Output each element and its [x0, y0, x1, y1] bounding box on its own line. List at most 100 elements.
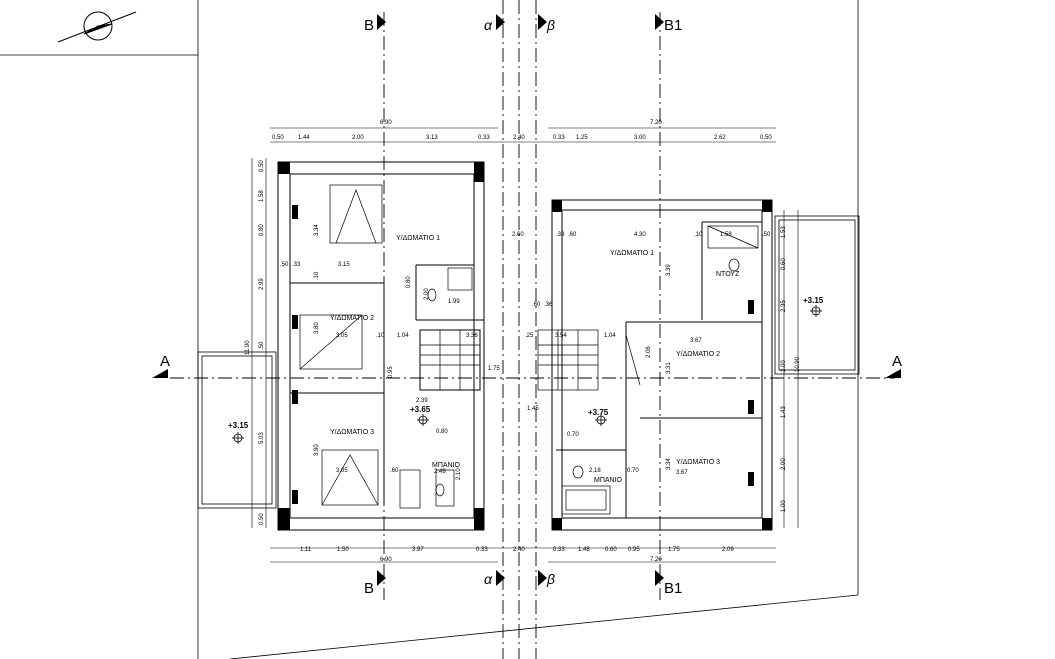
level-mark-icons [232, 305, 822, 444]
dim-bottom-5: 2.40 [513, 547, 525, 553]
dim-inner-r-60: .60 [568, 232, 577, 238]
dim-left-7: 0.50 [259, 513, 265, 525]
dim-inner-l-50: .50 [280, 262, 289, 268]
room-label-left-bath: ΜΠΑΝΙΟ [432, 462, 461, 469]
dim-inner-r-070b: 0.70 [627, 468, 639, 474]
dim-top-3: 2.00 [352, 135, 364, 141]
dim-top-5: 0.33 [478, 135, 490, 141]
dim-inner-l-305b: 3.05 [336, 468, 348, 474]
dim-top-4: 3.13 [426, 135, 438, 141]
dim-inner-l-390: 3.90 [314, 444, 320, 456]
dim-inner-l-080: 0.80 [406, 276, 412, 288]
dim-left-3: 0.80 [259, 224, 265, 236]
axis-label-alpha-top: α [484, 17, 493, 33]
dim-inner-r-025: .25 [525, 333, 534, 339]
section-lines [170, 0, 895, 659]
dim-inner-r-158: 1.58 [720, 232, 732, 238]
dim-inner-l-10b: .10 [376, 333, 385, 339]
room-label-right-bath: ΜΠΑΝΙΟ [594, 477, 623, 484]
dim-inner-l-210: 2.10 [456, 468, 462, 480]
section-markers [152, 14, 901, 586]
dim-inner-l-10a: .10 [314, 271, 320, 280]
balconies [197, 215, 860, 509]
right-unit-walls [551, 199, 773, 531]
dim-right-4: 2.00 [781, 360, 787, 372]
dim-bottom-8: 0.60 [605, 547, 617, 553]
dim-bottom-3: 3.97 [412, 547, 424, 553]
room-label-right-shower: ΝΤΟΥΖ [716, 271, 740, 278]
dim-top-11: 0.50 [760, 135, 772, 141]
dim-inner-l-249: 2.49 [434, 469, 446, 475]
dim-inner-r-334: 3.34 [666, 458, 672, 470]
dim-left-4: 2.99 [259, 278, 265, 290]
dim-inner-l-334: 3.34 [314, 224, 320, 236]
level-right-hall: +3.75 [588, 408, 609, 417]
dim-inner-r-070: 0.70 [567, 432, 579, 438]
dim-left-1: 0.50 [259, 160, 265, 172]
dim-inner-r-33: .33 [556, 232, 565, 238]
dim-bottom-9: 0.95 [628, 547, 640, 553]
dim-bottom-4: 0.33 [476, 547, 488, 553]
level-left-hall: +3.65 [410, 405, 431, 414]
section-label-b-bottom: B [364, 580, 374, 597]
axis-label-beta-bottom: β [546, 571, 555, 587]
dim-inner-r-218: 2.18 [589, 468, 601, 474]
dim-inner-l-095: 0.95 [388, 366, 394, 378]
right-unit-fixtures [561, 225, 759, 515]
dim-inner-l-380: 3.80 [314, 322, 320, 334]
dim-bottom-2: 1.50 [337, 547, 349, 553]
dim-inner-r-36: .36 [544, 302, 553, 308]
dim-top-1: 0.50 [272, 135, 284, 141]
dim-top-10: 2.62 [714, 135, 726, 141]
level-left-balcony: +3.15 [228, 421, 249, 430]
dim-inner-l-60: .60 [390, 468, 399, 474]
dim-inner-r-50: .50 [762, 232, 771, 238]
dim-left-2: 1.58 [259, 190, 265, 202]
dim-inner-l-75: 1.75 [488, 366, 500, 372]
dim-bottom-11: 2.09 [722, 547, 734, 553]
dim-right-2: 0.60 [781, 258, 787, 270]
room-label-right-bedroom-3: Υ/ΔΩΜΑΤΙΟ 3 [676, 459, 720, 466]
dim-right-7: 1.00 [781, 500, 787, 512]
dim-top-7: 0.33 [553, 135, 565, 141]
dim-inner-r-104: 1.04 [604, 333, 616, 339]
section-label-b-top: B [364, 17, 374, 34]
section-label-a-left: A [160, 353, 170, 370]
dim-top-8: 1.25 [576, 135, 588, 141]
north-arrow-icon [57, 11, 137, 43]
dim-right-1: 1.53 [781, 226, 787, 238]
room-label-left-bedroom-3: Υ/ΔΩΜΑΤΙΟ 3 [330, 429, 374, 436]
dim-bottom-1: 1.11 [300, 547, 312, 553]
left-unit-columns [278, 162, 484, 530]
dim-inner-l-315: 3.15 [338, 262, 350, 268]
dim-inner-r-206: 2.06 [646, 346, 652, 358]
staircase [419, 329, 599, 391]
dim-inner-l-239: 2.39 [416, 398, 428, 404]
dimension-lines [251, 127, 799, 563]
room-label-right-bedroom-2: Υ/ΔΩΜΑΤΙΟ 2 [676, 351, 720, 358]
dim-top-9: 3.00 [634, 135, 646, 141]
dim-right-3: 2.35 [781, 300, 787, 312]
section-label-b1-top: B1 [664, 17, 682, 34]
dim-top-6: 2.40 [513, 135, 525, 141]
dim-inner-l-199: 1.99 [448, 299, 460, 305]
dim-inner-r-331: 3.31 [666, 362, 672, 374]
dim-top-total-left: 6.90 [380, 120, 392, 126]
dim-bottom-6: 0.33 [553, 547, 565, 553]
axis-label-alpha-bottom: α [484, 571, 493, 587]
level-right-balcony: +3.15 [803, 296, 824, 305]
dim-inner-r-10: .10 [694, 232, 703, 238]
dim-inner-r-339: 3.39 [666, 264, 672, 276]
dim-bottom-10: 1.75 [668, 547, 680, 553]
dim-right-total: 10.90 [795, 356, 801, 372]
dim-right-5: 1.43 [781, 406, 787, 418]
dim-left-total: 11.90 [245, 340, 251, 355]
dim-bottom-total-left: 6.90 [380, 557, 392, 563]
left-unit-fixtures [299, 184, 473, 509]
dim-inner-r-260: 2.60 [512, 232, 524, 238]
dim-left-6: 5.03 [259, 432, 265, 444]
dim-inner-l-104: 1.04 [397, 333, 409, 339]
dim-bottom-total-right: 7.20 [650, 557, 662, 563]
dim-left-5: .50 [259, 341, 265, 350]
site-boundary [0, 0, 859, 659]
